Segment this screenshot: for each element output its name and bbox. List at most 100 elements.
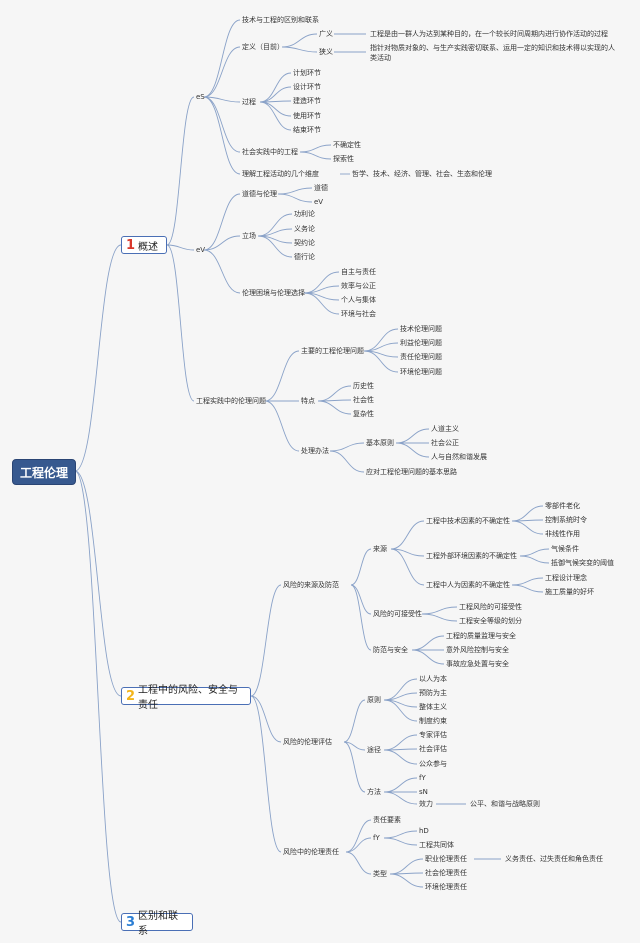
connector (345, 837, 372, 853)
node[interactable]: 德行论 (294, 253, 315, 261)
node[interactable]: 环境伦理责任 (425, 883, 467, 891)
root-node[interactable]: 工程伦理 (12, 459, 76, 485)
connector (257, 235, 293, 258)
node[interactable]: 历史性 (353, 382, 374, 390)
node[interactable]: 不确定性 (333, 141, 361, 149)
node[interactable]: 环境伦理问题 (400, 368, 442, 376)
node[interactable]: 职业伦理责任 (425, 855, 467, 863)
node[interactable]: 原则 (367, 696, 381, 704)
node[interactable]: 探索性 (333, 155, 354, 163)
node[interactable]: 责任伦理问题 (400, 353, 442, 361)
node[interactable]: 制度约束 (419, 717, 447, 725)
node[interactable]: 工程安全等级的划分 (459, 617, 522, 625)
node[interactable]: 风险的可接受性 (373, 610, 422, 618)
node[interactable]: 非线性作用 (545, 530, 580, 538)
node[interactable]: fY (419, 774, 426, 782)
node[interactable]: 风险的来源及防范 (283, 581, 339, 589)
node[interactable]: 社会伦理责任 (425, 869, 467, 877)
node[interactable]: 施工质量的好坏 (545, 588, 594, 596)
node[interactable]: 结束环节 (293, 126, 321, 134)
connector (203, 249, 241, 294)
node[interactable]: 以人为本 (419, 675, 447, 683)
node[interactable]: 工程中技术因素的不确定性 (426, 517, 510, 525)
node[interactable]: 工程设计理念 (545, 574, 587, 582)
connector (277, 193, 313, 203)
node[interactable]: 风险中的伦理责任 (283, 848, 339, 856)
node[interactable]: 社会实践中的工程 (242, 148, 298, 156)
node[interactable]: 过程 (242, 98, 256, 106)
node[interactable]: 基本原则 (366, 439, 394, 447)
node[interactable]: 社会公正 (431, 439, 459, 447)
node[interactable]: 立场 (242, 232, 256, 240)
node[interactable]: 风险的伦理评估 (283, 738, 332, 746)
node[interactable]: 预防为主 (419, 689, 447, 697)
connector (299, 144, 332, 153)
node[interactable]: 契约论 (294, 239, 315, 247)
node[interactable]: 责任要素 (373, 816, 401, 824)
node[interactable]: 主要的工程伦理问题 (301, 347, 364, 355)
node[interactable]: 工程风险的可接受性 (459, 603, 522, 611)
node[interactable]: 效率与公正 (341, 282, 376, 290)
node[interactable]: 工程共同体 (419, 841, 454, 849)
node[interactable]: 工程中人为因素的不确定性 (426, 581, 510, 589)
node[interactable]: 工程外部环境因素的不确定性 (426, 552, 517, 560)
section-3-node[interactable]: 3 区别和联系 (121, 911, 193, 937)
node[interactable]: 整体主义 (419, 703, 447, 711)
node[interactable]: 技术与工程的区别和联系 (242, 16, 319, 24)
node[interactable]: 计划环节 (293, 69, 321, 77)
node[interactable]: 途径 (367, 746, 381, 754)
node[interactable]: 意外风险控制与安全 (446, 646, 509, 654)
node[interactable]: 环境与社会 (341, 310, 376, 318)
node[interactable]: hD (419, 827, 429, 835)
node[interactable]: 社会评估 (419, 745, 447, 753)
node[interactable]: 复杂性 (353, 410, 374, 418)
node[interactable]: 来源 (373, 545, 387, 553)
node[interactable]: 使用环节 (293, 112, 321, 120)
connector (166, 244, 195, 251)
node[interactable]: 义务论 (294, 225, 315, 233)
node[interactable]: 特点 (301, 397, 315, 405)
node[interactable]: 防范与安全 (373, 646, 408, 654)
node[interactable]: fY (373, 834, 380, 842)
node[interactable]: 技术伦理问题 (400, 325, 442, 333)
section-2-node[interactable]: 2 工程中的风险、安全与责任 (121, 685, 251, 711)
node[interactable]: 社会性 (353, 396, 374, 404)
node[interactable]: 人与自然和谐发展 (431, 453, 487, 461)
node[interactable]: 人道主义 (431, 425, 459, 433)
node[interactable]: 气候条件 (551, 545, 579, 553)
node[interactable]: 狭义 (319, 48, 333, 56)
node[interactable]: 建造环节 (293, 97, 321, 105)
node-es[interactable]: eS (196, 93, 205, 101)
node[interactable]: 事故应急处置与安全 (446, 660, 509, 668)
node[interactable]: 理解工程活动的几个维度 (242, 170, 319, 178)
node[interactable]: 效力 (419, 800, 433, 808)
node[interactable]: eV (314, 198, 324, 206)
connector (264, 400, 300, 452)
node[interactable]: 工程的质量监理与安全 (446, 632, 516, 640)
node[interactable]: 个人与集体 (341, 296, 376, 304)
node[interactable]: 处理办法 (301, 447, 329, 455)
connector (203, 96, 241, 153)
node[interactable]: 广义 (319, 30, 333, 38)
node[interactable]: 功利论 (294, 210, 315, 218)
node[interactable]: 公众参与 (419, 760, 447, 768)
section-1-node[interactable]: 1 概述 (121, 236, 167, 254)
node[interactable]: 利益伦理问题 (400, 339, 442, 347)
node[interactable]: 道德 (314, 184, 328, 192)
node[interactable]: 零部件老化 (545, 502, 580, 510)
node[interactable]: 道德与伦理 (242, 190, 277, 198)
node[interactable]: 专家评估 (419, 731, 447, 739)
node[interactable]: 类型 (373, 870, 387, 878)
node[interactable]: 方法 (367, 788, 381, 796)
node[interactable]: 工程实践中的伦理问题 (196, 397, 266, 405)
node[interactable]: 抵御气候突变的阈值 (551, 559, 614, 567)
node[interactable]: sN (419, 788, 428, 796)
connector (411, 649, 445, 665)
node-ev[interactable]: eV (196, 246, 206, 254)
node[interactable]: 自主与责任 (341, 268, 376, 276)
node[interactable]: 控制系统时令 (545, 516, 587, 524)
node[interactable]: 定义（目前） (242, 43, 284, 51)
node[interactable]: 伦理困境与伦理选择 (242, 289, 305, 297)
node[interactable]: 应对工程伦理问题的基本思路 (366, 468, 457, 476)
node[interactable]: 设计环节 (293, 83, 321, 91)
